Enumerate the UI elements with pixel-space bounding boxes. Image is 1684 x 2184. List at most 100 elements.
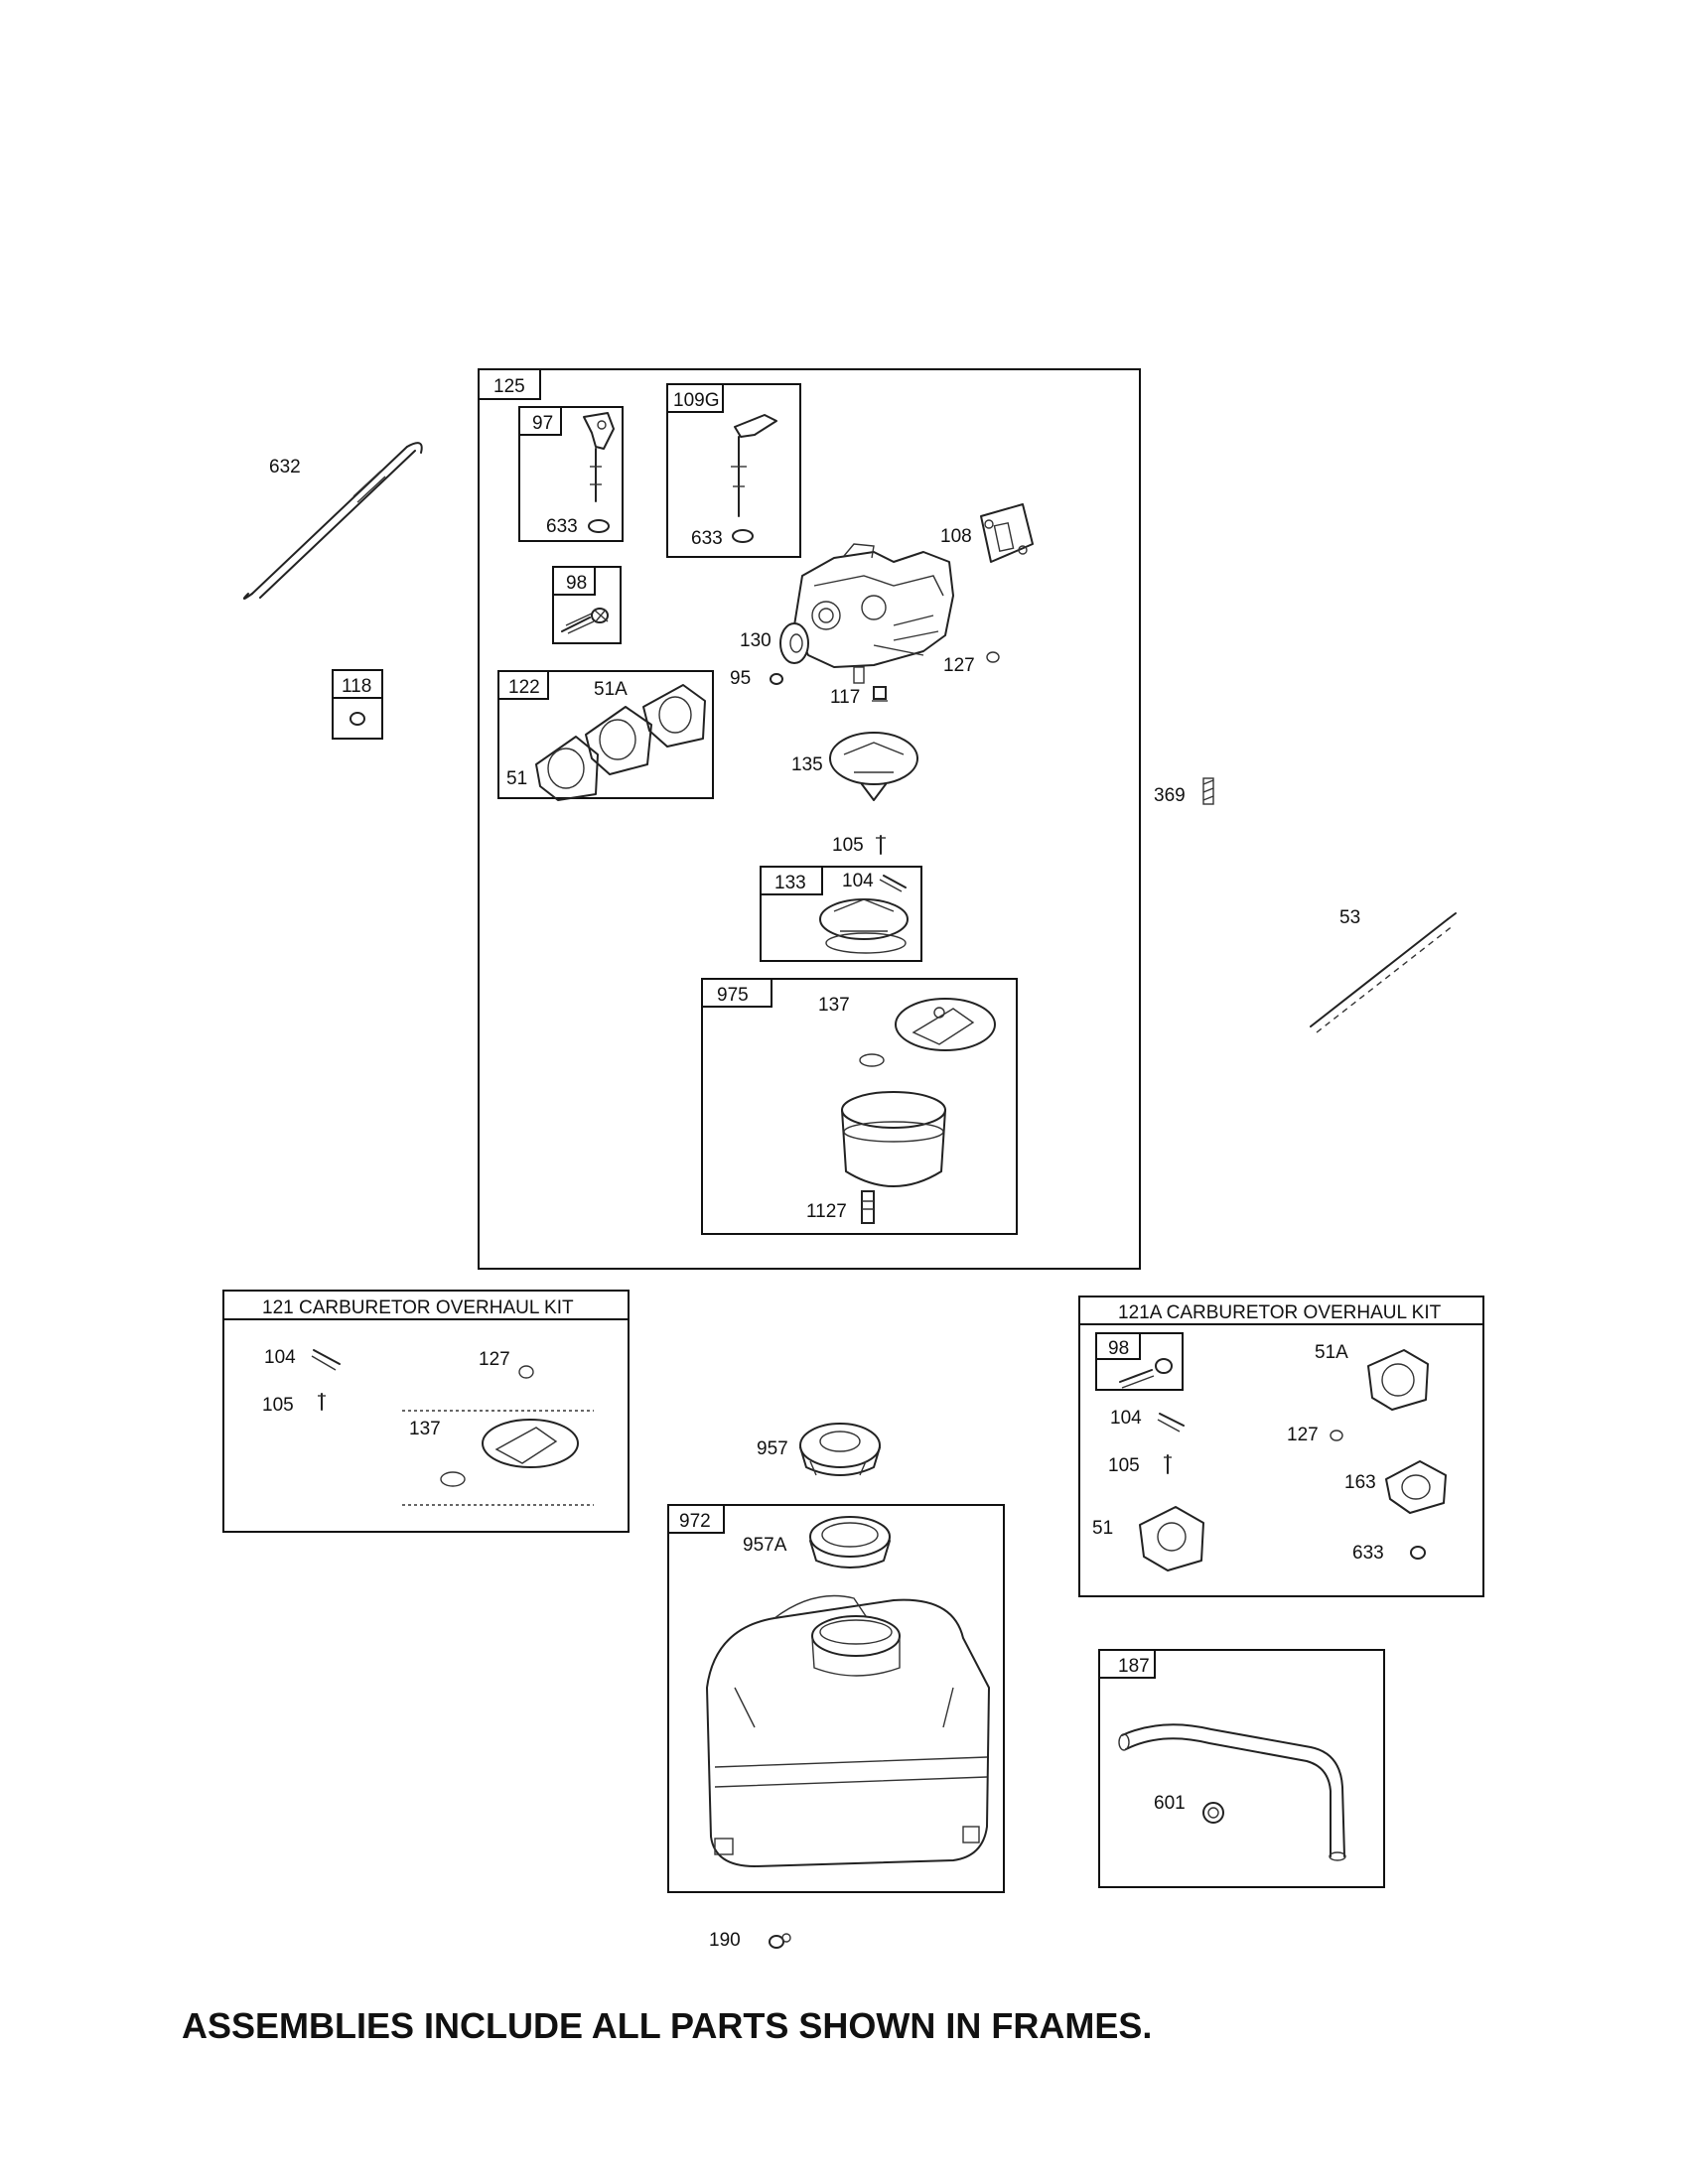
rod-53 <box>1310 912 1457 1033</box>
kit121a-gasket-163 <box>1385 1460 1447 1514</box>
label-51a: 51A <box>594 679 628 700</box>
part-190 <box>769 1933 791 1949</box>
assembly-frame-125: 125 <box>478 368 1141 1270</box>
frame-label-97: 97 <box>532 413 553 434</box>
kit121a-frame-98: 98 <box>1095 1332 1184 1391</box>
label-137: 137 <box>818 995 850 1016</box>
frame-97: 97 633 <box>518 406 624 542</box>
kit121a-label-104: 104 <box>1110 1408 1142 1429</box>
label-51: 51 <box>506 768 527 789</box>
kit121a-label-105: 105 <box>1108 1455 1140 1476</box>
part-95 <box>770 673 783 685</box>
fuel-hose <box>1118 1723 1346 1861</box>
label-633-b: 633 <box>691 528 723 549</box>
label-957a: 957A <box>743 1535 787 1556</box>
frame-122: 122 51A 51 <box>497 670 714 801</box>
k121-needle-104 <box>311 1349 341 1371</box>
float-135 <box>829 732 918 801</box>
k121-part-105 <box>318 1393 326 1411</box>
needle-104 <box>879 875 907 892</box>
carburetor-body <box>793 543 954 684</box>
kit-121-frame: 121 CARBURETOR OVERHAUL KIT 104 127 105 … <box>222 1290 630 1533</box>
label-633: 633 <box>546 516 578 537</box>
kit121a-label-127: 127 <box>1287 1425 1319 1445</box>
frame-label-133: 133 <box>774 873 806 893</box>
kit121a-label-51a: 51A <box>1315 1342 1348 1363</box>
kit-121-title: 121 CARBURETOR OVERHAUL KIT <box>262 1297 574 1318</box>
frame-133: 133 104 <box>760 866 922 962</box>
frame-118: 118 <box>332 669 383 740</box>
label-957: 957 <box>757 1438 788 1459</box>
fuel-tank <box>706 1594 990 1867</box>
kit-121a-title: 121A CARBURETOR OVERHAUL KIT <box>1118 1302 1442 1323</box>
kit121a-part-127 <box>1330 1430 1343 1441</box>
frame-label-975: 975 <box>717 985 749 1006</box>
clamp-601 <box>1202 1802 1224 1824</box>
governor-link-632 <box>242 442 423 600</box>
k121-subframe-137 <box>402 1410 594 1506</box>
label-369: 369 <box>1154 785 1186 806</box>
frame-975: 975 137 1127 <box>701 978 1018 1235</box>
k121-label-137: 137 <box>409 1419 441 1439</box>
kit121a-needle-104 <box>1157 1413 1185 1433</box>
choke-lever-part <box>583 412 615 533</box>
gasket-51 <box>535 736 599 801</box>
k121-label-105: 105 <box>262 1395 294 1416</box>
gasket-51a-2 <box>642 684 706 748</box>
frame-187: 187 601 <box>1098 1649 1385 1888</box>
k121-label-104: 104 <box>264 1347 296 1368</box>
kit121a-frame-label-98: 98 <box>1108 1338 1129 1359</box>
label-130: 130 <box>740 630 772 651</box>
bowl-gasket-part <box>819 898 909 954</box>
kit121a-gasket-51a <box>1367 1349 1429 1411</box>
frame-label-122: 122 <box>508 677 540 698</box>
kit121a-label-163: 163 <box>1344 1472 1376 1493</box>
fuel-cap-957a <box>809 1516 891 1569</box>
kit121a-label-51: 51 <box>1092 1518 1113 1539</box>
kit121a-label-633: 633 <box>1352 1543 1384 1564</box>
gasket-108 <box>980 503 1034 563</box>
label-117: 117 <box>830 687 860 708</box>
label-190: 190 <box>709 1930 741 1951</box>
part-127 <box>986 651 1000 663</box>
diaphragm-137 <box>895 998 996 1051</box>
frame-972: 972 957A <box>667 1504 1005 1893</box>
label-601: 601 <box>1154 1793 1186 1814</box>
idle-screw-part <box>561 608 609 634</box>
frame-98: 98 <box>552 566 622 644</box>
label-1127: 1127 <box>806 1201 847 1222</box>
spring-369 <box>1202 777 1214 805</box>
spring-small <box>859 1053 885 1067</box>
frame-label-187: 187 <box>1118 1656 1150 1677</box>
part-105 <box>876 835 886 855</box>
screw-1127 <box>861 1190 875 1224</box>
frame-label-118: 118 <box>342 676 371 697</box>
kit121a-part-633 <box>1410 1546 1426 1560</box>
fuel-bowl-part <box>841 1091 946 1187</box>
part-130 <box>779 622 809 664</box>
frame-label-98: 98 <box>566 573 587 594</box>
label-127: 127 <box>943 655 975 676</box>
label-108: 108 <box>940 526 972 547</box>
label-632: 632 <box>269 457 301 478</box>
frame-label-125: 125 <box>493 376 525 397</box>
kit121a-part-105 <box>1164 1454 1172 1474</box>
label-104: 104 <box>842 871 874 891</box>
frame-label-109g: 109G <box>673 390 719 411</box>
k121-part-127 <box>518 1365 534 1379</box>
throttle-shaft-part <box>731 414 777 543</box>
label-105: 105 <box>832 835 864 856</box>
assemblies-note: ASSEMBLIES INCLUDE ALL PARTS SHOWN IN FR… <box>182 2005 1153 2046</box>
frame-label-972: 972 <box>679 1511 711 1532</box>
part-117 <box>872 686 888 702</box>
gasket-51a-1 <box>585 706 652 775</box>
part-118 <box>350 712 365 726</box>
kit-121a-frame: 121A CARBURETOR OVERHAUL KIT 98 51A 104 … <box>1078 1296 1484 1597</box>
k121-label-127: 127 <box>479 1349 510 1370</box>
label-135: 135 <box>791 754 823 775</box>
label-53: 53 <box>1339 907 1360 928</box>
frame-109g: 109G 633 <box>666 383 801 558</box>
kit121a-gasket-51 <box>1139 1506 1204 1571</box>
fuel-cap-957 <box>799 1423 881 1476</box>
